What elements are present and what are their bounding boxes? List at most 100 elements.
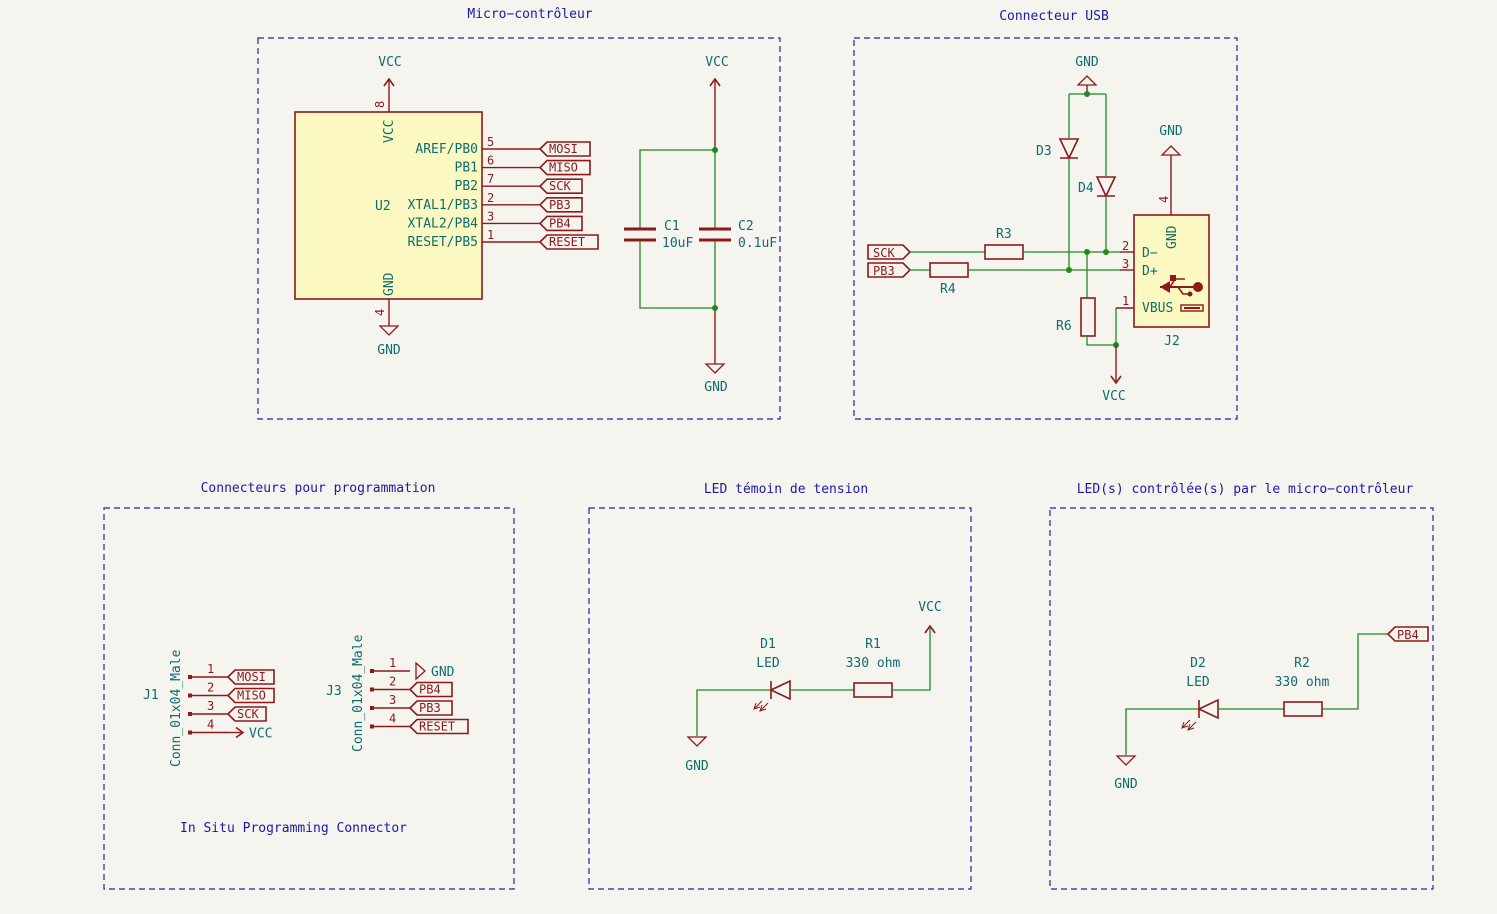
u2-net-label: RESET: [549, 235, 585, 249]
title-prog: Connecteurs pour programmation: [201, 481, 436, 496]
gnd-symbol-icon: [1076, 75, 1098, 86]
c1-ref: C1: [664, 219, 680, 234]
c2-value: 0.1uF: [738, 236, 777, 251]
vcc-arrow-icon: [924, 624, 936, 634]
j3-net-label-shape: [408, 700, 453, 716]
j3-pin-num: 1: [389, 656, 396, 670]
frame-led-power: [588, 507, 972, 890]
j3-pin-num: 2: [389, 675, 396, 689]
d2-led-icon: [1197, 698, 1219, 720]
decoupling-caps: VCC GND C1 10uF C2 0.1uF: [624, 55, 777, 395]
j1-pin-num: 3: [207, 699, 214, 713]
u2-gnd-num: 4: [373, 309, 387, 316]
u2-net-label-shape: [538, 178, 583, 194]
j2-num-dm: 2: [1122, 239, 1129, 253]
u2-gnd-pin: GND: [382, 272, 397, 296]
led1-vcc-label: VCC: [918, 600, 941, 615]
u2-body: [294, 111, 483, 300]
led-power-circuit: GND VCC D1 LED R1 330 ohm: [685, 600, 941, 774]
j3-net-label: PB4: [419, 683, 441, 697]
c1-value: 10uF: [662, 236, 693, 251]
r2-ref: R2: [1294, 656, 1310, 671]
pb4-net-label: [1386, 626, 1429, 642]
led2-pb4-label: PB4: [1397, 628, 1419, 642]
j3-net-label-shape: [408, 718, 469, 735]
j3-net-label-shape: [408, 681, 453, 698]
title-led-power: LED témoin de tension: [704, 482, 868, 497]
frame-micro: [257, 37, 781, 420]
d1-ref: D1: [760, 637, 776, 652]
u2-pin-name: XTAL1/PB3: [408, 198, 478, 213]
r2-value: 330 ohm: [1275, 675, 1330, 690]
pin-head: [370, 706, 374, 710]
u2-net-label-shape: [538, 215, 583, 232]
isp-note: In Situ Programming Connector: [180, 821, 407, 836]
r4-resistor: [929, 262, 969, 278]
usb-logo-icon: [1160, 275, 1204, 312]
j2-num-gnd: 4: [1157, 196, 1171, 203]
j1-net-label-shape: [226, 669, 275, 685]
led-mcu-circuit: GND PB4 D2 LED R2 330 ohm: [1114, 626, 1429, 792]
u2-net-label-shape: [538, 159, 591, 176]
u2-pin-num: 7: [487, 172, 494, 186]
r3-ref: R3: [996, 227, 1012, 242]
pin-head: [188, 730, 192, 735]
j1-pin-num: 4: [207, 718, 214, 732]
u2-net-label: PB4: [549, 216, 571, 230]
led2-gnd-label: GND: [1114, 777, 1138, 792]
d1-led-icon: [769, 679, 791, 701]
title-usb: Connecteur USB: [999, 9, 1109, 24]
cap-vcc-label: VCC: [705, 55, 728, 70]
j3-pin-num: 3: [389, 693, 396, 707]
u2-net-label: SCK: [549, 179, 571, 193]
u2-pin-num: 1: [487, 228, 494, 242]
u2-pin-num: 5: [487, 135, 494, 149]
frame-prog: [103, 507, 515, 890]
j1-vcc-label: VCC: [249, 727, 272, 742]
light-rays-icon: [1181, 719, 1197, 731]
gnd-symbol-icon: [1160, 145, 1182, 156]
pin-head: [188, 675, 192, 679]
d2-ref: D2: [1190, 656, 1206, 671]
u2-gnd-label: GND: [377, 343, 401, 358]
j2-ref: J2: [1164, 334, 1180, 349]
gnd-symbol-icon: [415, 661, 426, 681]
u2-net-label: PB3: [549, 198, 571, 212]
vcc-arrow-icon: [383, 77, 395, 87]
d3-ref: D3: [1036, 144, 1052, 159]
j3-gnd-label: GND: [431, 665, 455, 680]
j2-pin-dp: D+: [1142, 264, 1158, 279]
vcc-arrow-icon: [1110, 375, 1122, 385]
j1-value: Conn_01x04_Male: [169, 649, 184, 767]
pin-head: [188, 693, 192, 698]
pin-head: [370, 724, 374, 729]
c2-ref: C2: [738, 219, 754, 234]
u2-pin-name: XTAL2/PB4: [408, 216, 479, 231]
u2-pin-name: AREF/PB0: [415, 142, 478, 157]
r1-value: 330 ohm: [846, 656, 901, 671]
frame-led-mcu: [1049, 507, 1434, 890]
j2-num-dp: 3: [1122, 257, 1129, 271]
u2-vcc-label: VCC: [378, 55, 401, 70]
j1-net-label: MISO: [237, 689, 266, 703]
usb-section: GND D3 D4 SCK R3 PB3 R4 R6: [867, 55, 1210, 404]
led1-gnd-label: GND: [685, 759, 709, 774]
r1-resistor: [853, 682, 893, 698]
u2-net-label: MOSI: [549, 142, 578, 156]
gnd-symbol-icon: [378, 325, 400, 336]
d1-value: LED: [756, 656, 780, 671]
title-led-mcu: LED(s) contrôlée(s) par le micro−contrôl…: [1077, 482, 1414, 497]
r1-ref: R1: [865, 637, 881, 652]
usb-sck-label: SCK: [873, 246, 895, 260]
pin-head: [370, 687, 374, 692]
sck-net-label: [867, 244, 912, 260]
d3-zener-icon: [1058, 138, 1080, 160]
usb-gnd-top-label: GND: [1075, 55, 1099, 70]
j2-num-vbus: 1: [1122, 294, 1129, 308]
u2-net-label-shape: [538, 141, 591, 157]
vcc-arrow-icon: [709, 77, 721, 87]
u2-pin-num: 2: [487, 191, 494, 205]
u2-vcc-num: 8: [373, 101, 387, 108]
